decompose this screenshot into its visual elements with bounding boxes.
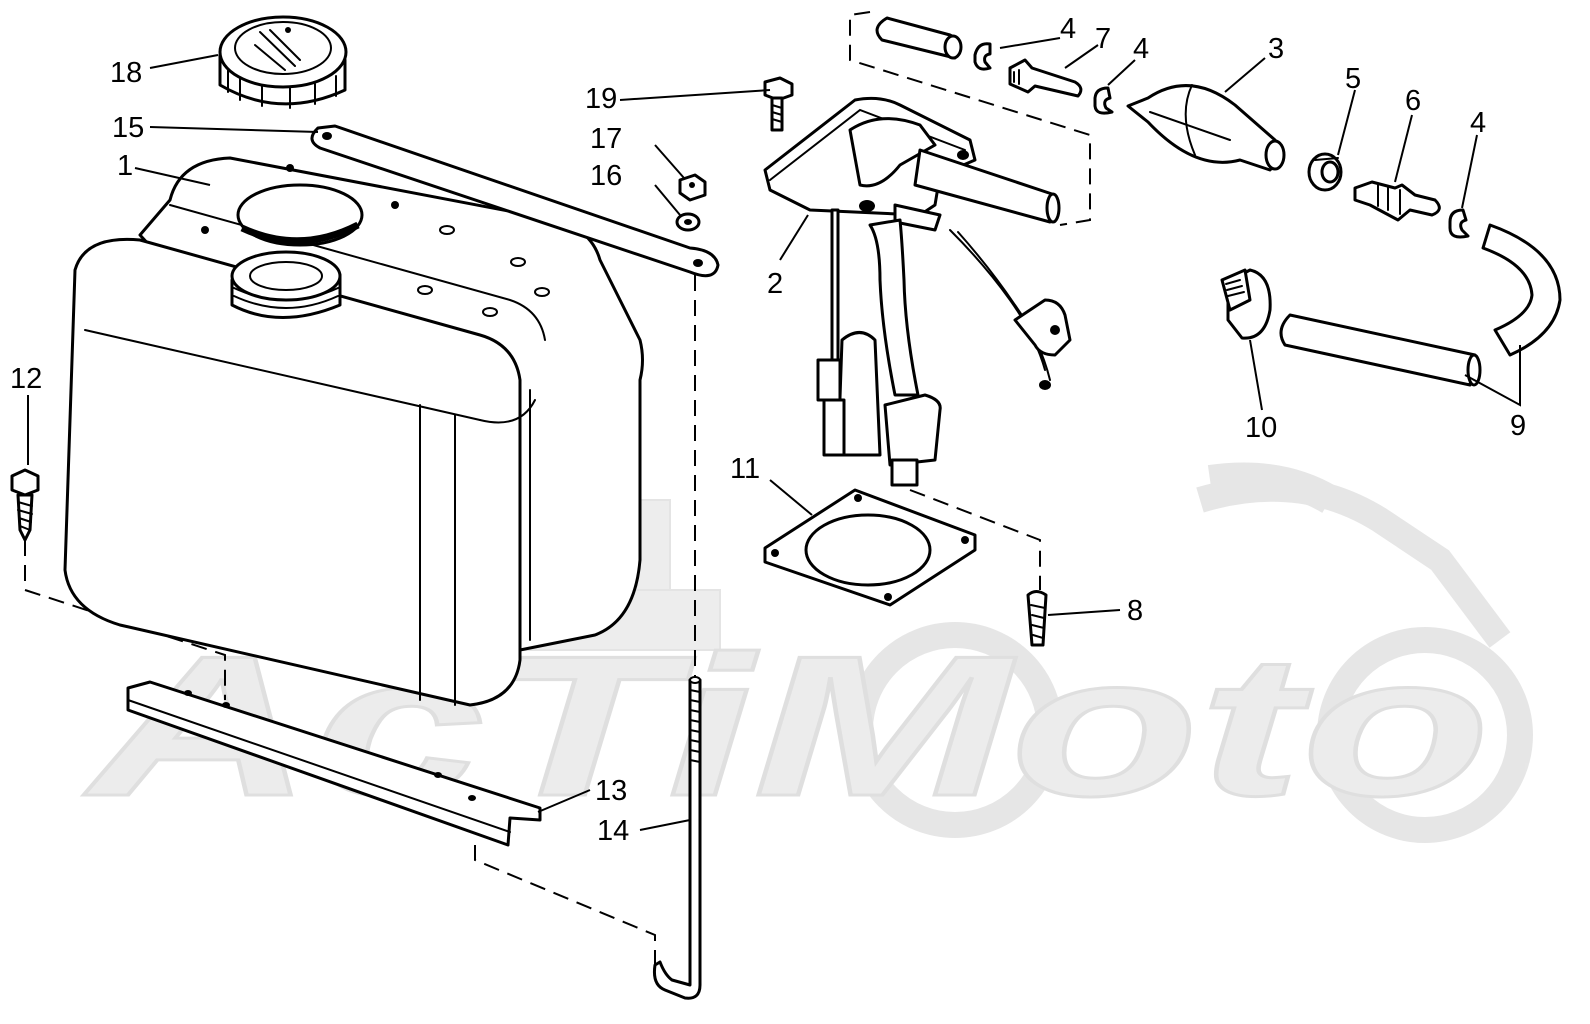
callout-5: 5 [1345,63,1361,95]
callout-16: 16 [590,160,622,192]
connector-7 [1008,58,1083,98]
clip-4a [973,42,992,71]
callout-6: 6 [1405,85,1421,117]
callout-8: 8 [1127,595,1143,627]
gasket [763,488,977,607]
callout-4-right: 4 [1470,107,1486,139]
connector-6 [1353,180,1441,222]
hose-sleeve [875,16,963,60]
washer [675,212,701,232]
hose-clamp [1220,268,1272,340]
fuel-tank [63,156,644,707]
callout-7: 7 [1095,23,1111,55]
callout-3: 3 [1268,33,1284,65]
callout-14: 14 [597,815,629,847]
j-bolt [653,676,702,1000]
hold-down-strap [310,124,720,278]
mounting-bracket [126,680,542,847]
tank-top-holes [201,164,550,317]
callout-18: 18 [110,57,142,89]
callout-17: 17 [590,123,622,155]
callout-4-middle: 4 [1133,33,1149,65]
callout-11: 11 [730,453,760,485]
callout-1: 1 [117,150,133,182]
callout-13: 13 [595,775,627,807]
callout-9: 9 [1510,410,1526,442]
lag-screw-12 [10,468,40,542]
callout-15: 15 [112,112,144,144]
fuel-pickup-assembly [763,96,1072,487]
screw-8 [1026,590,1048,647]
filler-cap [218,15,348,109]
clip-4b [1093,86,1114,115]
watermark-motorcycle [847,462,1533,843]
tank-filler-neck [230,250,342,319]
primer-bulb [1126,84,1286,172]
callout-10: 10 [1245,412,1277,444]
callout-12: 12 [10,363,42,395]
ring-5 [1307,152,1343,192]
fuel-hose [1279,223,1562,387]
callout-2: 2 [767,268,783,300]
tank-front-body [63,237,522,707]
leader-lines [27,37,1521,831]
nut [678,173,707,202]
tank-opening-rear [236,183,364,247]
callout-4-top: 4 [1060,13,1076,45]
clip-4c [1448,208,1470,239]
callout-labels: 18 15 1 19 17 16 12 13 14 2 11 8 4 7 4 3… [10,13,1526,847]
screw-19 [763,76,794,132]
callout-19: 19 [585,83,617,115]
